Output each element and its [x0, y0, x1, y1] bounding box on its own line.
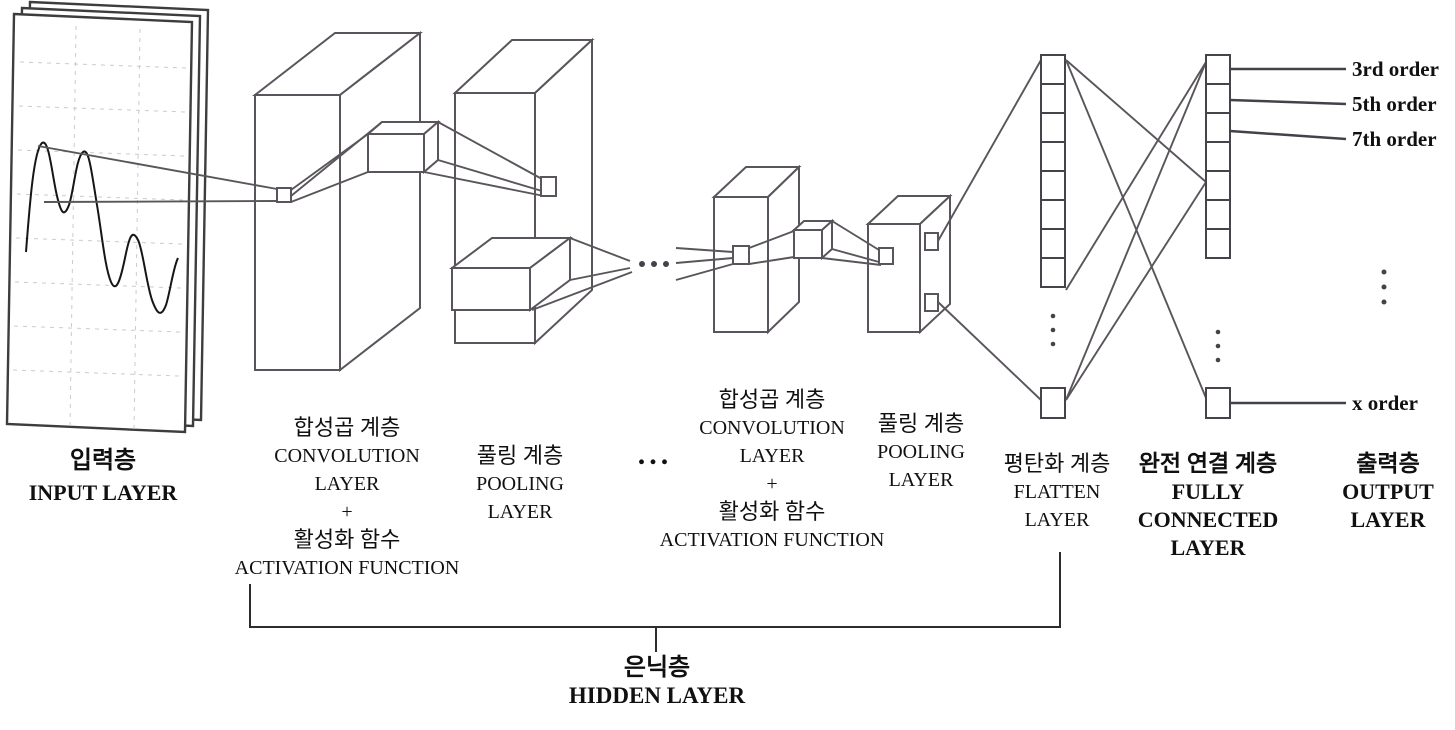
- mid-ellipsis-dots: [639, 261, 669, 267]
- hidden-label-en: HIDDEN LAYER: [568, 683, 746, 708]
- pool1-label-en-1: POOLING: [476, 473, 564, 495]
- conv1-label-en-conv-1: CONVOLUTION: [274, 445, 420, 467]
- input-layer-label: 입력층 INPUT LAYER: [29, 444, 178, 508]
- conv1-label-ko-conv: 합성곱 계층: [293, 415, 401, 440]
- pool1-label-en-2: LAYER: [487, 501, 553, 523]
- conv2-label-ko-act: 활성화 함수: [718, 499, 826, 524]
- slab-to-ellipsis-lines: [531, 237, 633, 311]
- cell: [1205, 141, 1231, 172]
- cell: [1040, 112, 1066, 143]
- fully-connected-lines: [1065, 59, 1207, 401]
- panel-grid: [12, 25, 187, 431]
- conv2-to-kernel2-lines: [748, 230, 795, 265]
- order-label-3rd: 3rd order: [1352, 57, 1439, 81]
- fc-label-en-1: FULLY: [1171, 479, 1245, 504]
- pool2-layer-label: 풀링 계층 POOLING LAYER: [877, 410, 965, 494]
- flatten-last-cell: [1040, 387, 1066, 419]
- conv1-box: [252, 30, 423, 373]
- pool1-receptive-square: [540, 176, 557, 197]
- conv1-label-en-conv-2: LAYER: [314, 473, 380, 495]
- hidden-layer-bracket: [249, 552, 1061, 652]
- input-signal-waveform: [25, 141, 179, 314]
- cell: [1040, 54, 1066, 85]
- flatten-layer-label: 평탄화 계층 FLATTEN LAYER: [1004, 450, 1111, 534]
- conv1-label-plus: +: [341, 501, 353, 523]
- pool2-label-ko: 풀링 계층: [877, 411, 965, 436]
- kernel2-to-pool2-lines: [821, 220, 882, 266]
- output-ellipsis-dots: [1215, 329, 1221, 363]
- hidden-label-ko: 은닉층: [623, 655, 691, 681]
- conv2-label-en-act: ACTIVATION FUNCTION: [659, 529, 885, 551]
- order-label-x: x order: [1352, 391, 1418, 415]
- pool1-label-ko: 풀링 계층: [476, 443, 564, 468]
- output-order-lines: [1229, 67, 1347, 405]
- order-ellipsis-dots: [1381, 269, 1387, 305]
- cell: [1040, 141, 1066, 172]
- fc-label-en-3: LAYER: [1170, 535, 1246, 560]
- conv2-layer-label: 합성곱 계층 CONVOLUTION LAYER + 활성화 함수 ACTIVA…: [660, 386, 885, 554]
- cell: [1040, 170, 1066, 201]
- pool2-label-en-1: POOLING: [877, 441, 965, 463]
- cell: [1205, 112, 1231, 143]
- order-label-5th: 5th order: [1352, 92, 1437, 116]
- ellipsis-to-conv2-lines: [675, 247, 734, 281]
- output-label-en-1: OUTPUT: [1342, 479, 1434, 504]
- hidden-layer-label: 은닉층 HIDDEN LAYER: [569, 654, 745, 710]
- conv2-label-ko-conv: 합성곱 계층: [718, 387, 826, 412]
- label-row-ellipsis: ...: [637, 438, 673, 471]
- pool2-output-square-bottom: [924, 293, 939, 312]
- conv1-label-ko-act: 활성화 함수: [293, 527, 401, 552]
- output-label-ko: 출력층: [1356, 451, 1420, 476]
- conv2-label-en-conv-1: CONVOLUTION: [699, 417, 845, 439]
- cell: [1205, 83, 1231, 114]
- flatten-label-ko: 평탄화 계층: [1003, 451, 1111, 476]
- flatten-column: [1040, 54, 1066, 288]
- flatten-ellipsis-dots: [1050, 313, 1056, 347]
- cell: [1040, 257, 1066, 288]
- fc-label-ko: 완전 연결 계층: [1138, 451, 1278, 476]
- output-label-en-2: LAYER: [1350, 507, 1426, 532]
- flatten-label-en-1: FLATTEN: [1013, 481, 1101, 503]
- order-label-7th: 7th order: [1352, 127, 1437, 151]
- kernel2-box: [791, 218, 835, 261]
- output-column: [1205, 54, 1231, 259]
- kernel1-to-pool1-lines: [423, 121, 545, 197]
- pool2-to-flatten-lines: [937, 59, 1042, 401]
- conv2-label-plus: +: [766, 473, 778, 495]
- conv2-label-en-conv-2: LAYER: [739, 445, 805, 467]
- cell: [1205, 228, 1231, 259]
- cell: [1205, 54, 1231, 85]
- cell: [1205, 199, 1231, 230]
- kernel1-box: [365, 119, 441, 175]
- pool1-layer-label: 풀링 계층 POOLING LAYER: [476, 442, 564, 526]
- cell: [1205, 170, 1231, 201]
- cell: [1040, 228, 1066, 259]
- output-last-cell: [1205, 387, 1231, 419]
- conv1-receptive-square: [276, 187, 292, 203]
- conv2-box: [711, 164, 802, 335]
- output-layer-label: 출력층 OUTPUT LAYER: [1342, 450, 1434, 534]
- input-panel-stack: [5, 0, 210, 434]
- flatten-label-en-2: LAYER: [1024, 509, 1090, 531]
- cell: [1040, 199, 1066, 230]
- pool2-label-en-2: LAYER: [888, 469, 954, 491]
- pool2-receptive-square: [878, 247, 894, 265]
- fully-connected-layer-label: 완전 연결 계층 FULLY CONNECTED LAYER: [1138, 450, 1279, 562]
- pool2-output-square-top: [924, 232, 939, 251]
- fc-label-en-2: CONNECTED: [1137, 507, 1279, 532]
- conv2-receptive-square: [732, 245, 750, 265]
- input-layer-label-en: INPUT LAYER: [28, 480, 178, 505]
- receptive-field-lines-input: [37, 145, 278, 203]
- conv1-label-en-act: ACTIVATION FUNCTION: [234, 557, 460, 579]
- input-layer-label-ko: 입력층: [69, 448, 137, 474]
- cell: [1040, 83, 1066, 114]
- conv1-layer-label: 합성곱 계층 CONVOLUTION LAYER + 활성화 함수 ACTIVA…: [235, 414, 460, 582]
- pooled-feature-slab: [449, 236, 573, 312]
